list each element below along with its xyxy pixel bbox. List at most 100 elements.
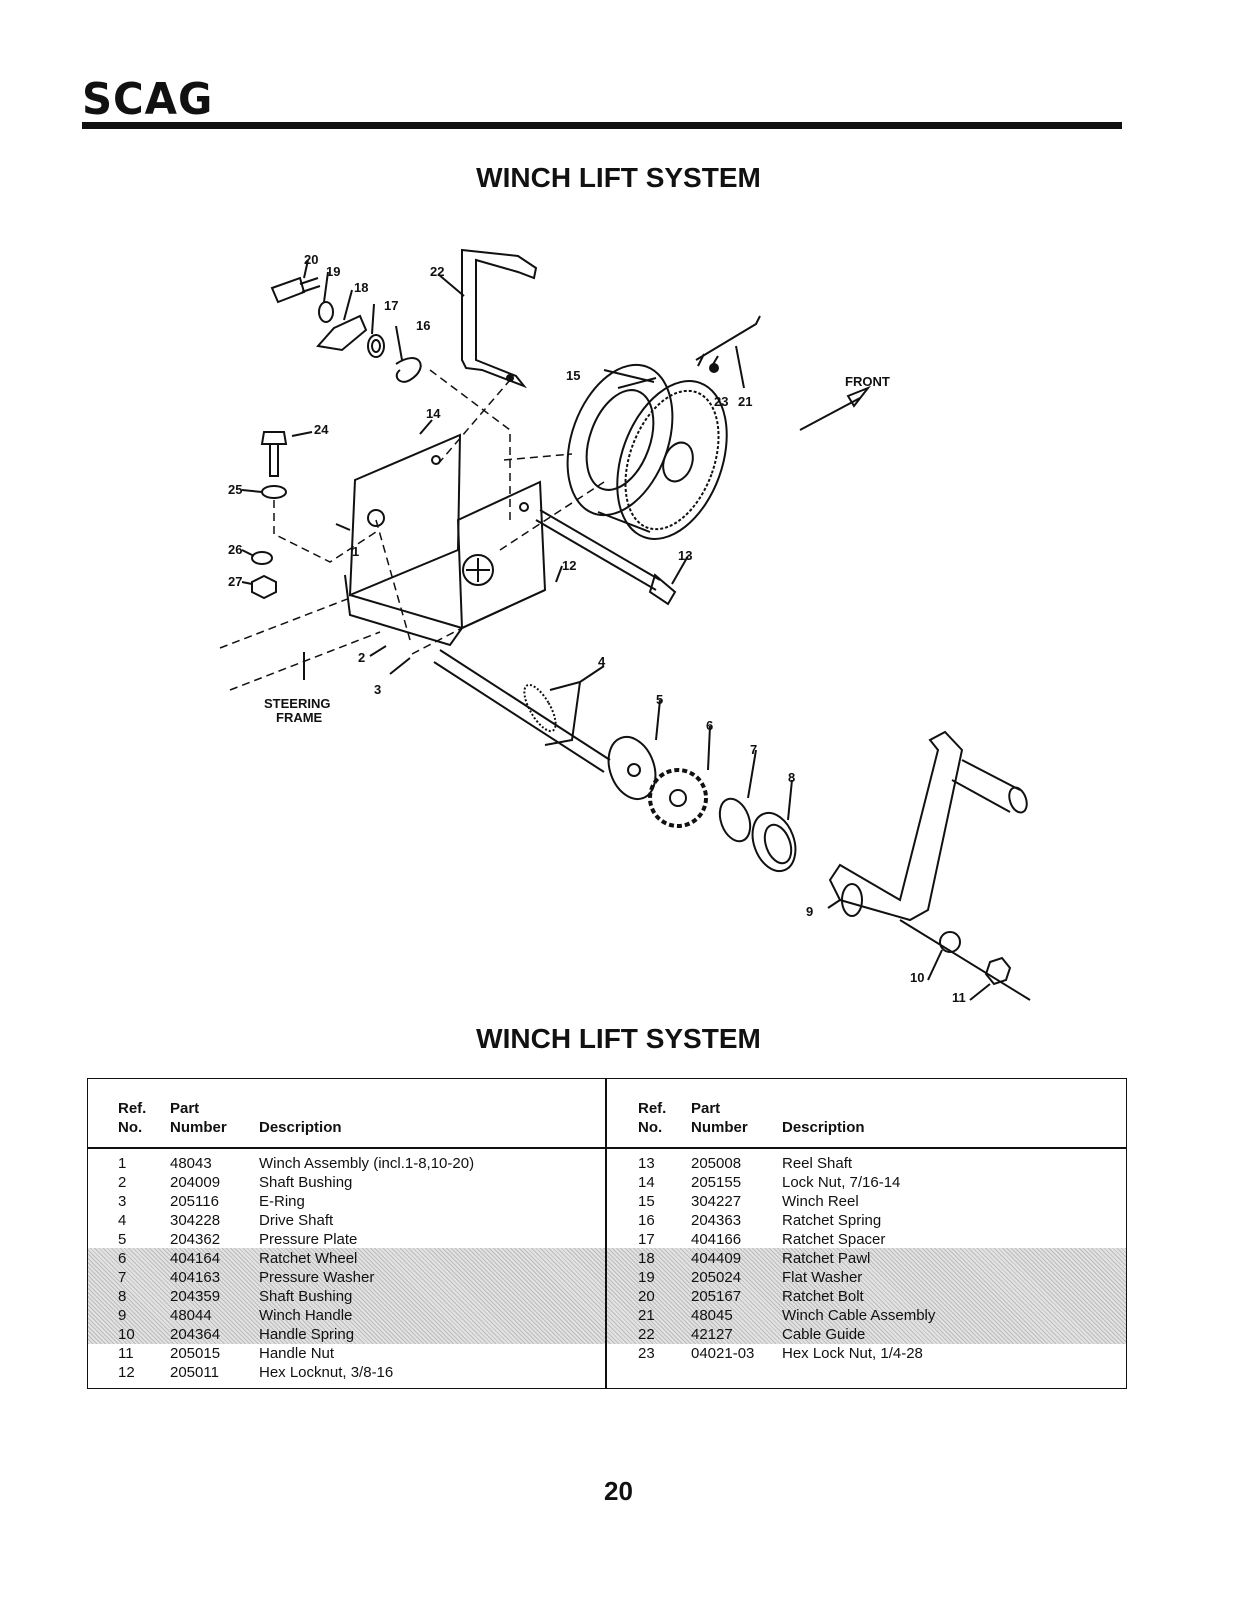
cell-desc: Handle Nut <box>259 1345 335 1362</box>
cell-ref: 18 <box>638 1250 655 1267</box>
callout-12: 12 <box>562 558 576 573</box>
cell-part: 304228 <box>170 1212 221 1229</box>
column-divider <box>605 1079 607 1388</box>
left-header-desc: Description <box>259 1119 342 1136</box>
cell-ref: 15 <box>638 1193 655 1210</box>
cell-ref: 3 <box>118 1193 127 1210</box>
cell-part: 204009 <box>170 1174 221 1191</box>
cable-guide-drawing <box>461 248 538 389</box>
callout-8: 8 <box>788 770 795 785</box>
cell-ref: 21 <box>638 1307 655 1324</box>
handle-spring-drawing <box>939 931 961 953</box>
cell-part: 48045 <box>691 1307 733 1324</box>
cell-ref: 13 <box>638 1155 655 1172</box>
cell-desc: Reel Shaft <box>782 1155 853 1172</box>
cell-desc: Ratchet Spacer <box>782 1231 886 1248</box>
cell-desc: Ratchet Bolt <box>782 1288 864 1305</box>
ratchet-spring-drawing <box>395 357 422 383</box>
cell-desc: Winch Handle <box>259 1307 353 1324</box>
cell-part: 404164 <box>170 1250 221 1267</box>
cell-part: 204364 <box>170 1326 221 1343</box>
cell-ref: 11 <box>118 1345 134 1362</box>
cell-ref: 19 <box>638 1269 655 1286</box>
cell-ref: 7 <box>118 1269 127 1286</box>
shaft-bushing-drawing <box>751 811 797 873</box>
ratchet-wheel-drawing <box>648 768 708 828</box>
cell-ref: 5 <box>118 1231 127 1248</box>
cell-ref: 16 <box>638 1212 655 1229</box>
cell-ref: 1 <box>118 1155 127 1172</box>
callout-14: 14 <box>426 406 441 421</box>
header-rule <box>82 122 1122 129</box>
callout-13: 13 <box>678 548 692 563</box>
pressure-plate-drawing <box>607 736 657 800</box>
cell-ref: 20 <box>638 1288 655 1305</box>
callout-18: 18 <box>354 280 368 295</box>
callout-5: 5 <box>656 692 663 707</box>
cell-ref: 12 <box>118 1364 135 1381</box>
cell-part: 205024 <box>691 1269 742 1286</box>
callout-4: 4 <box>598 654 606 669</box>
cell-part: 204362 <box>170 1231 221 1248</box>
cell-part: 304227 <box>691 1193 742 1210</box>
cell-ref: 22 <box>638 1326 655 1343</box>
cell-part: 205008 <box>691 1155 742 1172</box>
cell-part: 204363 <box>691 1212 742 1229</box>
cell-ref: 8 <box>118 1288 127 1305</box>
right-header-ref: Ref.No. <box>638 1100 667 1136</box>
cell-ref: 9 <box>118 1307 127 1324</box>
callout-20: 20 <box>304 252 318 267</box>
winch-cable-drawing <box>695 315 761 367</box>
cell-desc: Pressure Washer <box>259 1269 375 1286</box>
callout-7: 7 <box>750 742 757 757</box>
steering-frame-label-2: FRAME <box>276 710 323 725</box>
callout-15: 15 <box>566 368 580 383</box>
cell-part: 48043 <box>170 1155 212 1172</box>
cell-part: 404166 <box>691 1231 742 1248</box>
cell-part: 205155 <box>691 1174 742 1191</box>
cell-desc: Shaft Bushing <box>259 1288 353 1305</box>
callout-9: 9 <box>806 904 813 919</box>
cell-ref: 17 <box>638 1231 655 1248</box>
reel-shaft-drawing <box>535 509 661 591</box>
callout-27: 27 <box>228 574 242 589</box>
cell-desc: Pressure Plate <box>259 1231 358 1248</box>
cell-part: 205011 <box>170 1364 219 1381</box>
callout-1: 1 <box>352 544 359 559</box>
cell-desc: Hex Lock Nut, 1/4-28 <box>782 1345 923 1362</box>
cell-desc: Winch Cable Assembly <box>782 1307 936 1324</box>
callout-10: 10 <box>910 970 924 985</box>
page-number: 20 <box>604 1476 633 1506</box>
cell-part: 404163 <box>170 1269 221 1286</box>
callout-19: 19 <box>326 264 340 279</box>
cell-ref: 14 <box>638 1174 655 1191</box>
callout-6: 6 <box>706 718 713 733</box>
cell-desc: Winch Reel <box>782 1193 859 1210</box>
cell-ref: 23 <box>638 1345 655 1362</box>
bolt-drawing <box>260 431 288 477</box>
cell-part: 205167 <box>691 1288 742 1305</box>
cell-desc: Ratchet Pawl <box>782 1250 871 1267</box>
front-label: FRONT <box>845 374 890 389</box>
cell-part: 204359 <box>170 1288 221 1305</box>
front-arrow <box>799 385 872 431</box>
cell-ref: 4 <box>118 1212 127 1229</box>
winch-exploded-diagram: 1 2 3 4 5 6 7 8 9 10 11 12 13 14 15 16 1… <box>219 248 1031 1005</box>
cell-desc: Winch Assembly (incl.1-8,10-20) <box>259 1155 475 1172</box>
callout-24: 24 <box>314 422 329 437</box>
header-divider <box>88 1147 1126 1149</box>
winch-handle-drawing <box>828 730 964 922</box>
cell-desc: Flat Washer <box>782 1269 863 1286</box>
callout-2: 2 <box>358 650 365 665</box>
drive-shaft-drawing <box>433 649 611 773</box>
scag-logo: SCAG <box>82 74 214 125</box>
winch-frame-drawing <box>348 433 462 597</box>
cell-desc: Handle Spring <box>259 1326 355 1343</box>
diagram-title: WINCH LIFT SYSTEM <box>476 162 761 193</box>
cell-part: 205116 <box>170 1193 219 1210</box>
callout-11: 11 <box>952 990 966 1005</box>
cell-desc: Ratchet Wheel <box>259 1250 358 1267</box>
ratchet-pawl-drawing <box>316 314 368 352</box>
